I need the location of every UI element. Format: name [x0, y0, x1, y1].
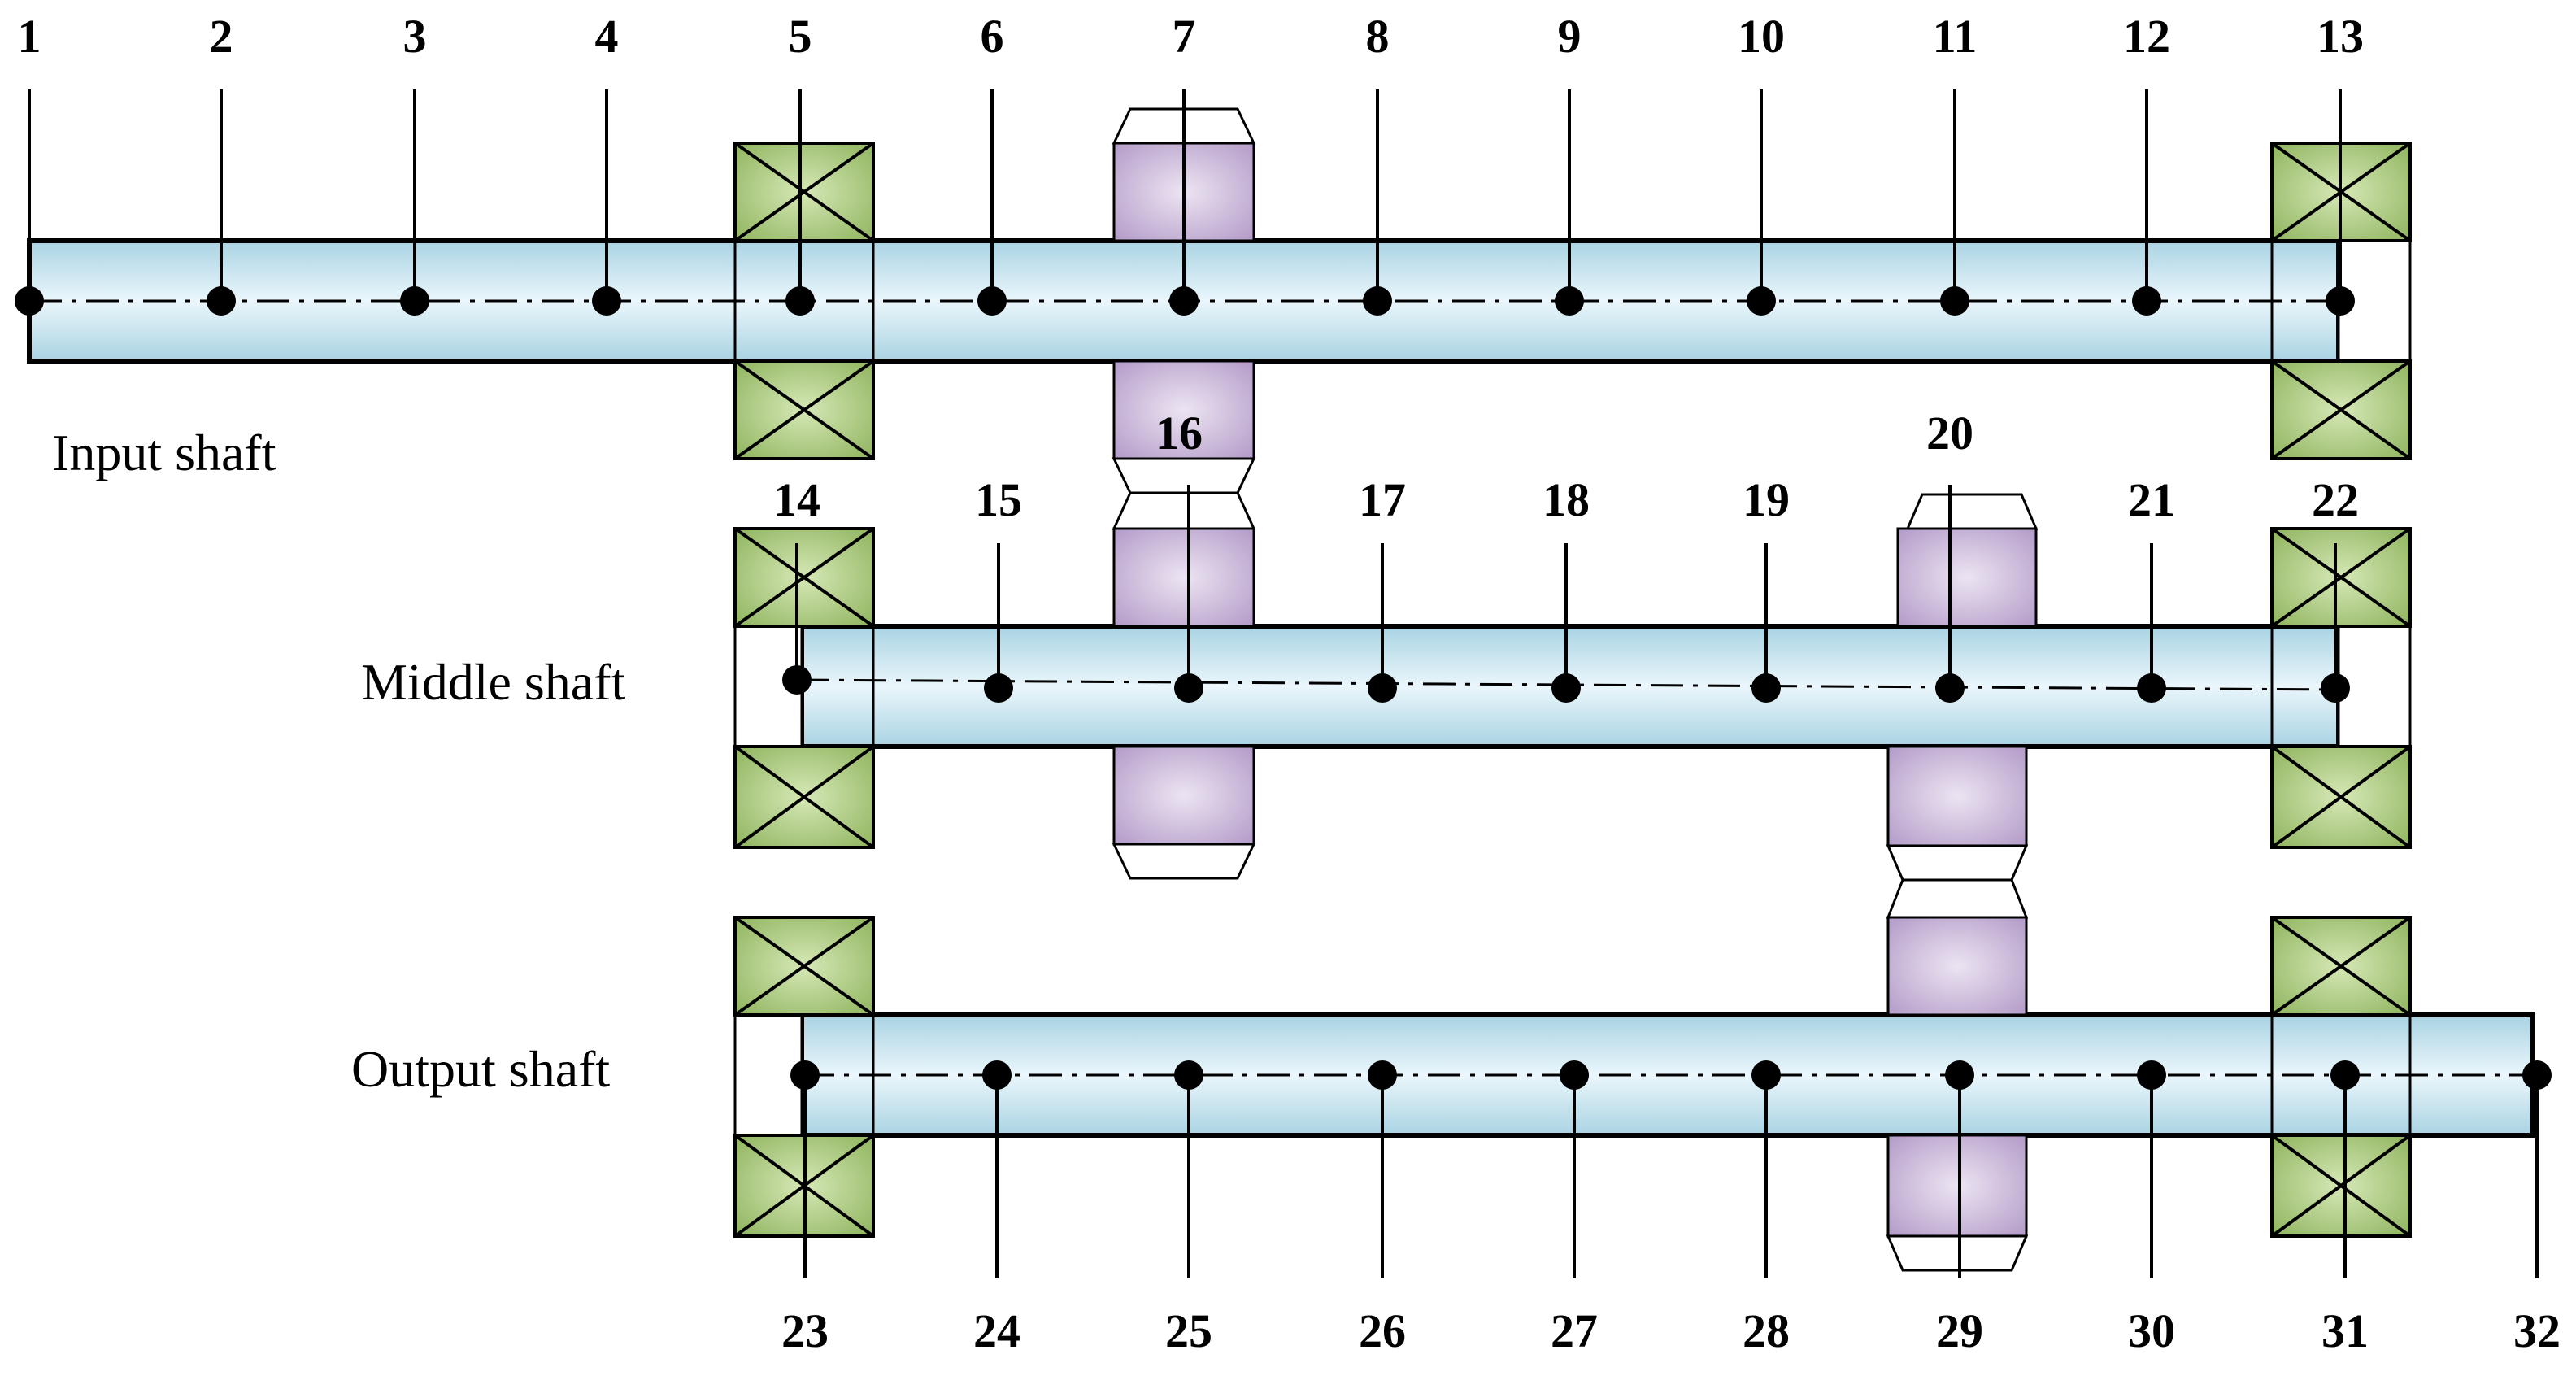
node-label-22: 22 [2312, 473, 2359, 526]
node-label-31: 31 [2321, 1304, 2369, 1357]
gear-middle-16 [1112, 491, 1256, 880]
node-dot-21 [2137, 673, 2166, 703]
node-label-25: 25 [1165, 1304, 1212, 1357]
node-dot-29 [1945, 1060, 1974, 1090]
node-label-13: 13 [2317, 10, 2364, 63]
node-label-18: 18 [1543, 473, 1590, 526]
node-label-30: 30 [2128, 1304, 2175, 1357]
node-dot-13 [2326, 286, 2355, 316]
node-label-1: 1 [18, 10, 41, 63]
node-label-5: 5 [789, 10, 812, 63]
middle-node-labels: 14 15 16 17 18 19 20 21 22 [773, 407, 2359, 526]
node-dot-22 [2321, 673, 2350, 703]
gear-middle-20 [1886, 493, 2039, 882]
node-dot-17 [1368, 673, 1397, 703]
node-dot-7 [1169, 286, 1199, 316]
node-dot-23 [790, 1060, 820, 1090]
node-label-27: 27 [1551, 1304, 1598, 1357]
node-dot-26 [1368, 1060, 1397, 1090]
node-label-12: 12 [2123, 10, 2170, 63]
node-dot-16 [1174, 673, 1203, 703]
node-label-11: 11 [1933, 10, 1978, 63]
node-label-26: 26 [1359, 1304, 1406, 1357]
node-dot-4 [592, 286, 621, 316]
node-dot-24 [982, 1060, 1012, 1090]
node-dot-10 [1747, 286, 1776, 316]
node-dot-3 [400, 286, 429, 316]
node-leaders [28, 89, 2539, 1278]
node-dot-15 [984, 673, 1013, 703]
middle-shaft-label: Middle shaft [361, 653, 626, 711]
node-dot-14 [782, 665, 812, 695]
node-dot-30 [2137, 1060, 2166, 1090]
node-label-14: 14 [773, 473, 820, 526]
node-label-21: 21 [2128, 473, 2175, 526]
node-label-2: 2 [210, 10, 233, 63]
node-dot-20 [1935, 673, 1965, 703]
node-dot-27 [1560, 1060, 1589, 1090]
node-dot-11 [1940, 286, 1969, 316]
node-dot-25 [1174, 1060, 1203, 1090]
node-label-17: 17 [1359, 473, 1406, 526]
bearing-input-left [733, 142, 875, 460]
node-label-23: 23 [781, 1304, 829, 1357]
node-dot-1 [15, 286, 44, 316]
node-label-6: 6 [981, 10, 1004, 63]
node-dot-5 [785, 286, 815, 316]
input-shaft-label: Input shaft [52, 424, 276, 481]
node-label-28: 28 [1743, 1304, 1790, 1357]
gear-output-29 [1886, 878, 2029, 1272]
node-label-19: 19 [1743, 473, 1790, 526]
node-dot-31 [2330, 1060, 2360, 1090]
node-label-7: 7 [1173, 10, 1196, 63]
input-node-labels: 1 2 3 4 5 6 7 8 9 10 11 12 13 [18, 10, 2365, 63]
node-label-15: 15 [975, 473, 1022, 526]
node-dot-9 [1555, 286, 1584, 316]
node-dot-28 [1751, 1060, 1781, 1090]
node-label-24: 24 [973, 1304, 1020, 1357]
output-node-labels: 23 24 25 26 27 28 29 30 31 32 [781, 1304, 2561, 1357]
node-dot-19 [1751, 673, 1781, 703]
node-label-20: 20 [1926, 407, 1973, 459]
node-label-32: 32 [2513, 1304, 2561, 1357]
output-shaft-label: Output shaft [351, 1040, 610, 1098]
node-dot-8 [1363, 286, 1392, 316]
node-label-29: 29 [1936, 1304, 1983, 1357]
bearing-output-right [2270, 916, 2412, 1238]
node-label-8: 8 [1366, 10, 1390, 63]
bearing-middle-left [733, 527, 875, 849]
node-label-10: 10 [1738, 10, 1785, 63]
node-dot-12 [2132, 286, 2161, 316]
node-label-4: 4 [595, 10, 619, 63]
node-dot-2 [207, 286, 236, 316]
bearing-middle-right [2270, 527, 2412, 849]
node-label-3: 3 [403, 10, 427, 63]
node-dot-18 [1551, 673, 1581, 703]
node-label-16: 16 [1155, 407, 1203, 459]
node-dot-32 [2522, 1060, 2552, 1090]
node-dot-6 [977, 286, 1007, 316]
node-dots [15, 286, 2552, 1090]
node-label-9: 9 [1558, 10, 1582, 63]
